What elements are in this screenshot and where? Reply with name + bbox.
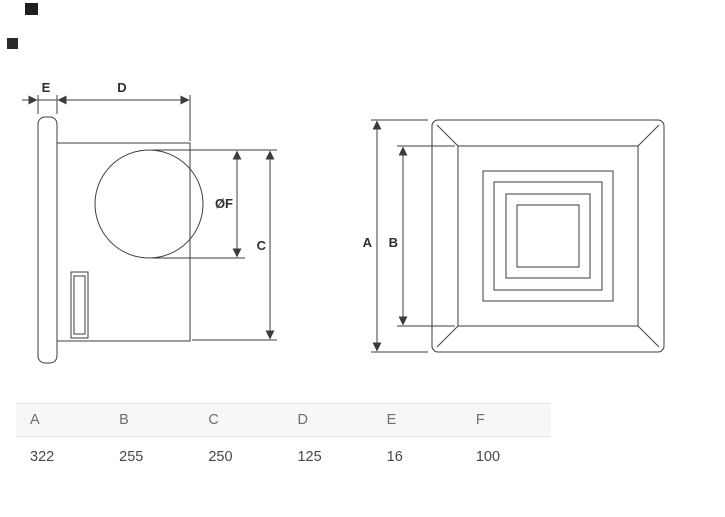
- dimensions-table-value-row: 322 255 250 125 16 100: [16, 437, 551, 477]
- grille-outer-square: [431, 119, 665, 353]
- dimensions-table-header-row: A B C D E F: [16, 403, 551, 437]
- dimension-label-e: E: [42, 80, 51, 95]
- table-header-d: D: [297, 412, 308, 428]
- bevel-diagonal: [436, 325, 459, 348]
- crop-artifact-mark: [7, 38, 18, 49]
- grille-center-square: [516, 204, 580, 268]
- table-value-d: 125: [297, 449, 322, 465]
- dimension-label-a: A: [363, 235, 373, 250]
- table-header-f: F: [475, 412, 485, 428]
- table-value-e: 16: [386, 449, 403, 465]
- table-header-b: B: [119, 412, 129, 428]
- table-value-b: 255: [119, 449, 144, 465]
- dimension-label-b: B: [389, 235, 398, 250]
- detail-box-outer: [70, 271, 89, 339]
- grille-step-square: [505, 193, 591, 279]
- bevel-diagonal: [436, 124, 459, 147]
- dimensions-table: A B C D E F 322 255 250 125 16 100: [16, 403, 551, 477]
- table-header-e: E: [386, 412, 397, 428]
- dimension-label-d: D: [117, 80, 126, 95]
- table-header-a: A: [30, 412, 40, 428]
- bevel-diagonal: [637, 325, 660, 348]
- table-value-c: 250: [208, 449, 233, 465]
- table-value-a: 322: [30, 449, 55, 465]
- grille-step-square: [493, 181, 603, 291]
- grille-bevel-square: [457, 145, 639, 327]
- dimension-label-diameter: ØF: [215, 196, 233, 211]
- flange-outline: [37, 116, 58, 364]
- fan-front-view: A B: [363, 119, 665, 353]
- table-header-c: C: [208, 412, 219, 428]
- detail-box-inner: [73, 275, 86, 335]
- grille-step-square: [482, 170, 614, 302]
- crop-artifact-mark: [25, 3, 38, 15]
- table-value-f: 100: [475, 449, 501, 465]
- dimension-label-c: C: [257, 238, 267, 253]
- duct-circle: [94, 149, 204, 259]
- fan-side-view: E D ØF C: [22, 80, 277, 364]
- bevel-diagonal: [637, 124, 660, 147]
- technical-drawing: E D ØF C: [22, 80, 665, 364]
- fan-body-outline: [57, 142, 191, 342]
